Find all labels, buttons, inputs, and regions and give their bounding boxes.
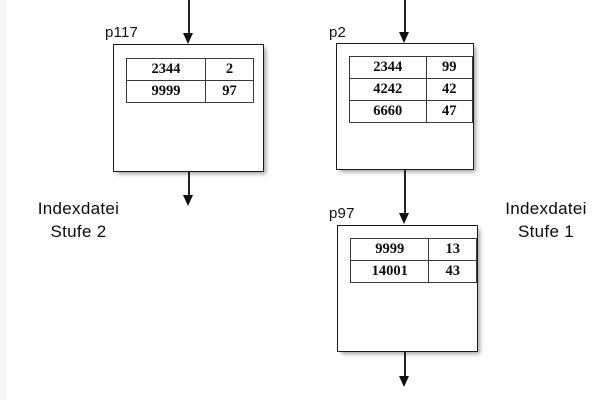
caption-line-2: Stufe 2: [50, 221, 107, 241]
arrow-into-p2: [399, 0, 410, 44]
entry-key: 6660: [349, 100, 427, 123]
entry-key: 4242: [349, 78, 427, 101]
arrow-into-p117: [183, 0, 194, 45]
table-row: 9999 13: [349, 238, 477, 261]
table-row: 14001 43: [349, 260, 477, 283]
table-row: 4242 42: [349, 78, 474, 101]
entry-table-p117: 2344 2 9999 97: [126, 58, 254, 103]
arrow-head: [399, 376, 410, 387]
arrow-p2-to-p97: [399, 170, 410, 226]
entry-pointer: 97: [205, 80, 254, 103]
arrow-out-of-p97: [399, 352, 410, 390]
node-p117: 2344 2 9999 97: [113, 44, 264, 172]
entry-pointer: 42: [425, 78, 474, 101]
entry-pointer: 43: [428, 260, 477, 283]
arrow-out-of-p117: [183, 172, 194, 208]
table-row: 6660 47: [349, 100, 474, 123]
table-row: 2344 99: [349, 56, 474, 79]
caption-level-1: Indexdatei Stufe 1: [489, 198, 603, 244]
left-edge-gutter: [0, 0, 6, 400]
table-row: 9999 97: [126, 80, 254, 103]
entry-pointer: 47: [425, 100, 474, 123]
table-row: 2344 2: [126, 58, 254, 81]
entry-table-p2: 2344 99 4242 42 6660 47: [349, 56, 474, 123]
entry-pointer: 99: [425, 56, 474, 79]
entry-table-p97: 9999 13 14001 43: [349, 238, 477, 283]
entry-pointer: 2: [205, 58, 254, 81]
node-label-p117: p117: [105, 24, 139, 41]
entry-key: 9999: [126, 80, 206, 103]
arrow-shaft: [404, 0, 406, 35]
entry-key: 2344: [126, 58, 206, 81]
arrow-head: [183, 33, 194, 44]
node-p2: 2344 99 4242 42 6660 47: [336, 43, 474, 170]
arrow-head: [399, 213, 410, 224]
arrow-shaft: [404, 352, 406, 379]
node-p97: 9999 13 14001 43: [337, 225, 478, 352]
caption-line-2: Stufe 1: [518, 221, 574, 241]
arrow-head: [183, 195, 194, 206]
arrow-shaft: [188, 172, 190, 198]
caption-line-1: Indexdatei: [505, 199, 587, 218]
entry-key: 2344: [349, 56, 427, 79]
node-label-p2: p2: [329, 24, 347, 41]
caption-line-1: Indexdatei: [37, 199, 120, 218]
caption-level-2: Indexdatei Stufe 2: [17, 198, 140, 244]
entry-key: 14001: [349, 260, 430, 283]
arrow-head: [399, 32, 410, 43]
arrow-shaft: [188, 0, 190, 36]
node-label-p97: p97: [329, 205, 355, 222]
arrow-shaft: [404, 170, 406, 216]
entry-pointer: 13: [428, 238, 477, 261]
entry-key: 9999: [349, 238, 430, 261]
